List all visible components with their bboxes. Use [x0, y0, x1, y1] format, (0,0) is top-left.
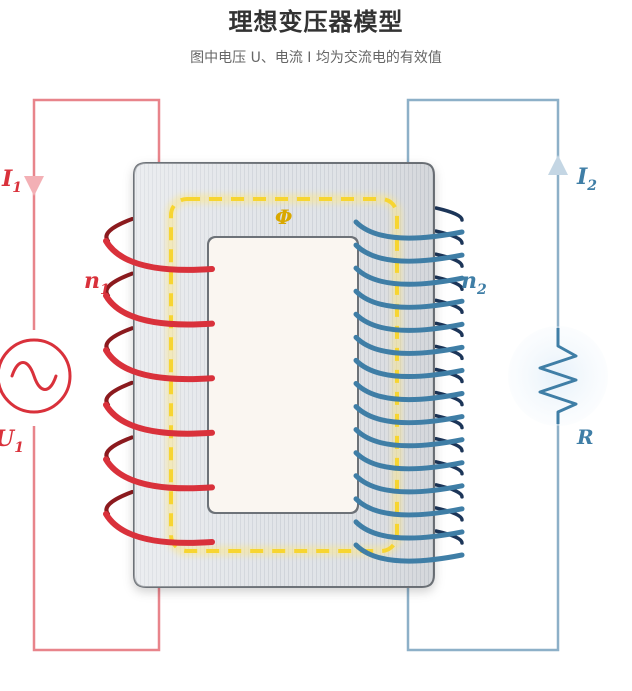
page-title: 理想变压器模型 [228, 8, 404, 36]
secondary-coil-turn [353, 334, 465, 356]
secondary-coil-turn [353, 381, 465, 403]
current-i1-arrow [24, 176, 44, 196]
primary-coil-turn-back [104, 271, 134, 298]
label-r: R [576, 425, 594, 449]
secondary-coil-turn-back [434, 460, 464, 476]
label-u1: U1 [0, 426, 24, 456]
secondary-coil-turn [353, 450, 465, 472]
primary-circuit-wire [32, 98, 161, 330]
secondary-coil-turn-back [434, 206, 464, 222]
secondary-coil-turn-back [434, 529, 464, 545]
primary-coil-turn-back [104, 435, 134, 462]
primary-coil-turn [103, 456, 215, 492]
primary-coil-turn [103, 238, 215, 273]
header: 理想变压器模型 图中电压 U、电流 I 均为交流电的有效值 [0, 0, 632, 67]
secondary-circuit-wire-bottom [406, 420, 560, 652]
secondary-coil-turn [353, 357, 465, 380]
secondary-coil-turn-back [434, 229, 464, 245]
primary-circuit-wire-bottom [32, 426, 161, 652]
secondary-circuit-wire [406, 98, 560, 330]
primary-coil [103, 238, 215, 546]
primary-coil-turn-back [104, 380, 134, 407]
secondary-coil-turn-back [434, 321, 464, 338]
secondary-coil-turn-back [434, 483, 464, 499]
secondary-coil-turn [353, 242, 465, 264]
label-n1: n1 [84, 268, 110, 298]
label-i1: I1 [1, 166, 22, 196]
ac-source-icon [0, 338, 72, 414]
secondary-coil-turn [353, 427, 465, 449]
secondary-coil-turn-back [434, 436, 464, 453]
label-phi: Φ [275, 205, 293, 229]
secondary-coil-turn [353, 288, 465, 310]
page-subtitle: 图中电压 U、电流 I 均为交流电的有效值 [190, 50, 442, 66]
label-i2: I2 [576, 164, 597, 194]
secondary-coil-turn-back [434, 344, 464, 361]
secondary-coil-turn-back [434, 413, 464, 430]
secondary-coil-turn-back [434, 390, 464, 407]
secondary-coil-back [434, 206, 464, 545]
secondary-coil-turn-back [434, 506, 464, 522]
secondary-coil-turn [353, 473, 465, 495]
secondary-coil-turn-back [434, 252, 464, 268]
secondary-coil [353, 219, 465, 564]
primary-coil-turn [103, 401, 215, 437]
primary-coil-turn-back [104, 490, 134, 516]
primary-coil-turn [103, 292, 215, 328]
secondary-coil-turn [353, 496, 465, 518]
current-i2-arrow [548, 155, 568, 175]
resistor-icon [508, 326, 608, 426]
secondary-coil-turn [353, 404, 465, 426]
primary-coil-turn [103, 347, 215, 383]
secondary-coil-turn-back [434, 367, 464, 384]
primary-coil-turn [103, 511, 215, 546]
secondary-coil-turn-back [434, 298, 464, 315]
secondary-coil-turn [353, 519, 465, 541]
primary-coil-turn-back [104, 326, 134, 353]
secondary-coil-turn [353, 542, 465, 564]
secondary-coil-turn [353, 265, 465, 287]
secondary-coil-turn [353, 219, 465, 241]
secondary-coil-turn [353, 311, 465, 333]
core-window [207, 236, 359, 514]
secondary-coil-turn-back [434, 275, 464, 291]
primary-coil-turn-back [104, 217, 134, 243]
label-n2: n2 [461, 268, 487, 298]
